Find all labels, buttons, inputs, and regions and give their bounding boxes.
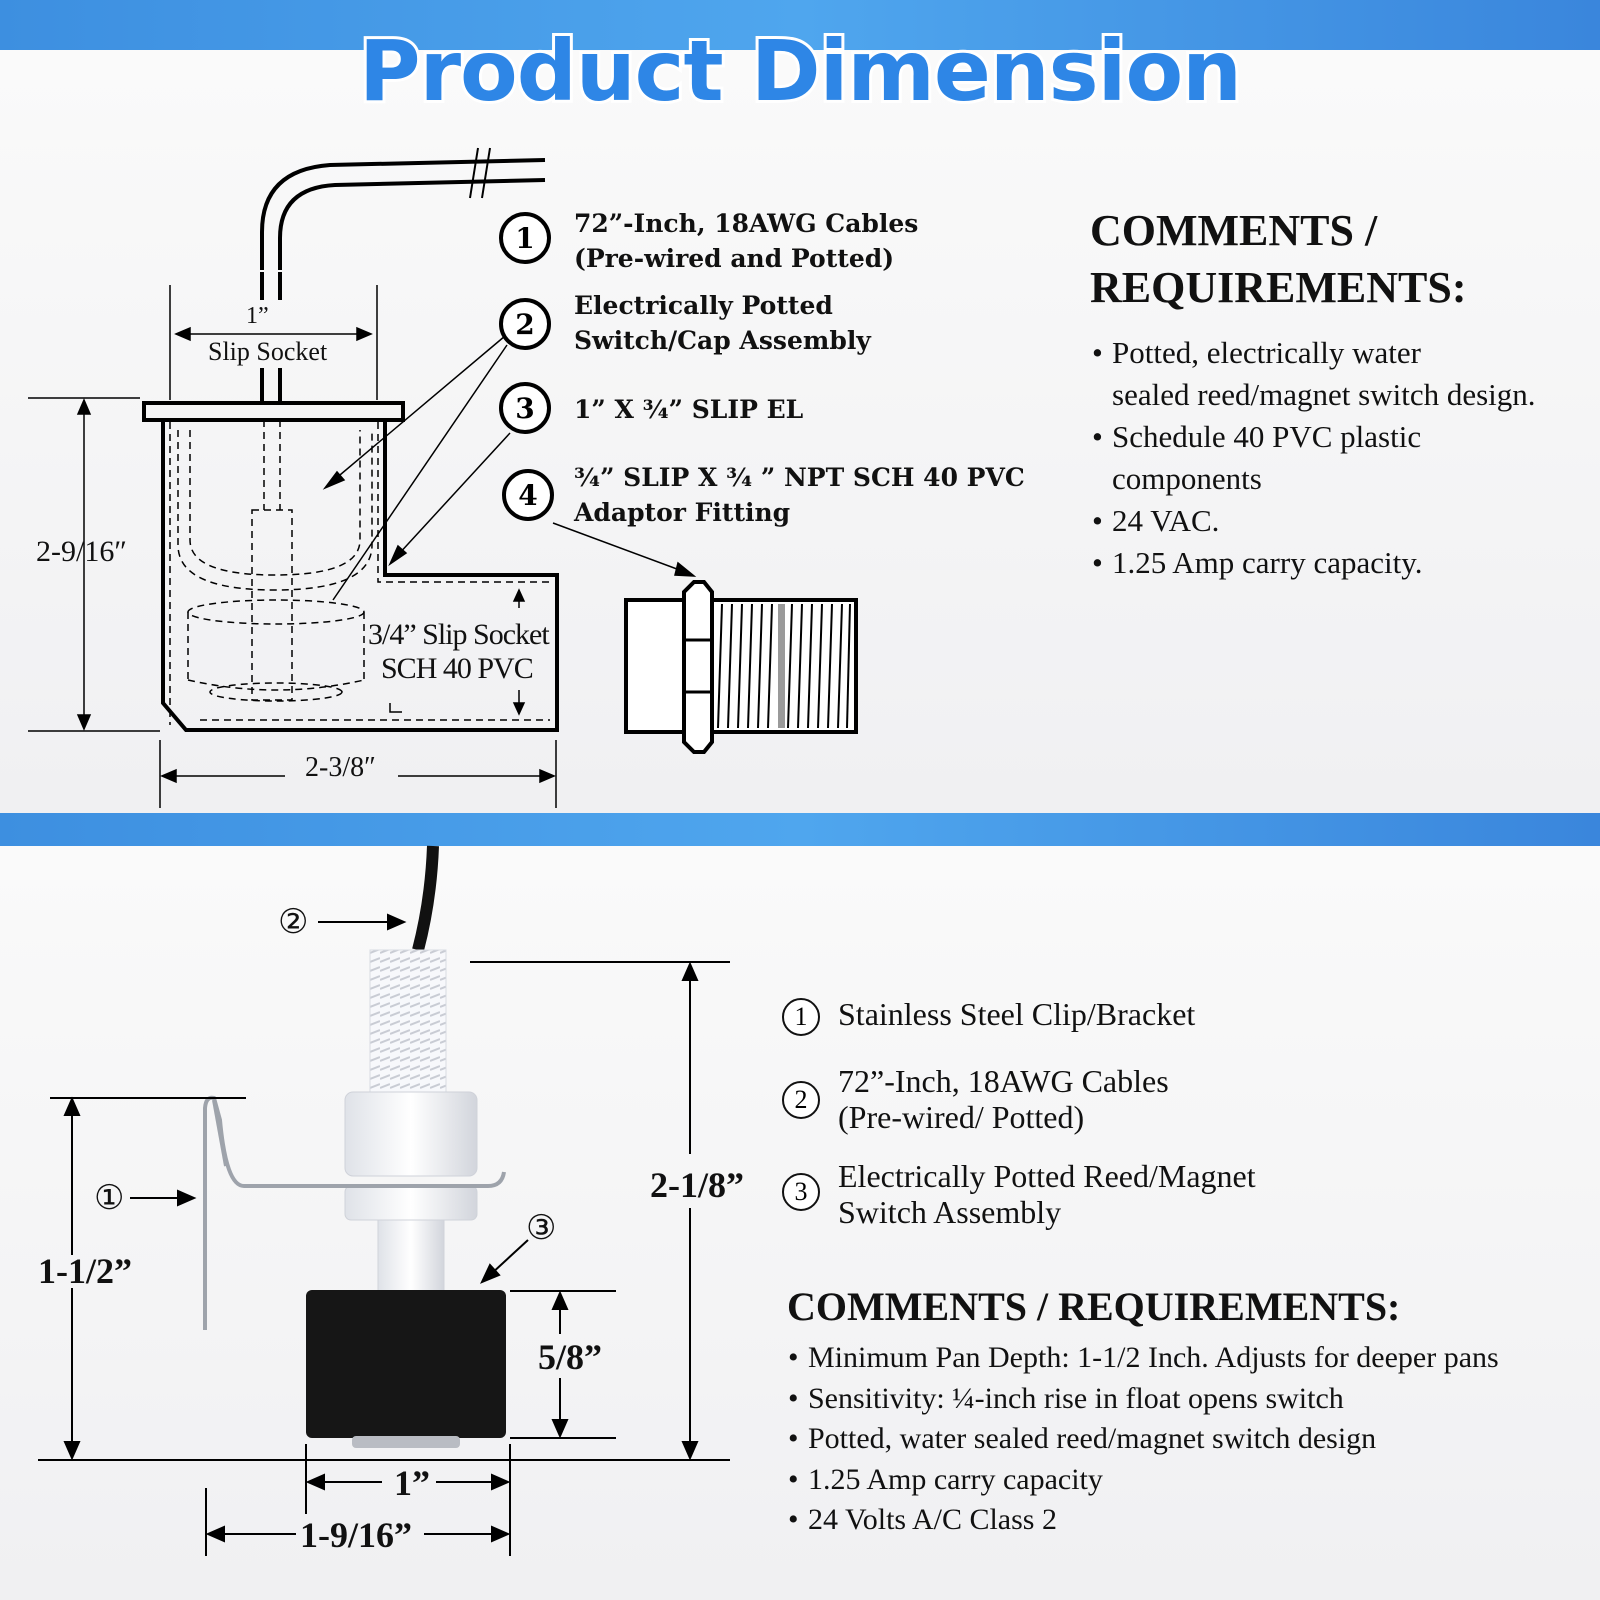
callout-slip-el: 1” X ¾” SLIP EL bbox=[574, 395, 804, 424]
socket-1-label: 1” bbox=[246, 303, 269, 329]
requirement-item: Potted, water sealed reed/magnet switch … bbox=[788, 1419, 1499, 1460]
requirement-item: Minimum Pan Depth: 1-1/2 Inch. Adjusts f… bbox=[788, 1338, 1499, 1379]
top-height-label: 2-9/16″ bbox=[36, 535, 127, 568]
marker-1: ① bbox=[94, 1180, 125, 1217]
legend-clip: Stainless Steel Clip/Bracket bbox=[838, 996, 1196, 1032]
requirement-item: 24 VAC. bbox=[1092, 500, 1536, 542]
callout-number: 3 bbox=[499, 382, 551, 434]
requirement-item: Potted, electrically water sealed reed/m… bbox=[1092, 332, 1536, 416]
elbow-drawing bbox=[142, 401, 559, 732]
callout-number: 4 bbox=[502, 469, 554, 521]
marker-2: ② bbox=[278, 904, 309, 941]
top-leader-lines bbox=[322, 335, 697, 601]
callout-adaptor: ¾” SLIP X ¾ ” NPT SCH 40 PVC Adaptor Fit… bbox=[574, 463, 1025, 527]
legend-cables: 72”-Inch, 18AWG Cables (Pre-wired/ Potte… bbox=[838, 1063, 1169, 1135]
threaded-stem bbox=[369, 949, 447, 1095]
bottom-requirements-list: Minimum Pan Depth: 1-1/2 Inch. Adjusts f… bbox=[788, 1338, 1499, 1541]
legend-number: 3 bbox=[782, 1173, 820, 1211]
requirement-item: 24 Volts A/C Class 2 bbox=[788, 1500, 1499, 1541]
top-band bbox=[0, 0, 1600, 50]
requirement-item: 1.25 Amp carry capacity bbox=[788, 1460, 1499, 1501]
adaptor-thread-lines bbox=[717, 603, 851, 729]
hex-nut-lower bbox=[344, 1185, 478, 1221]
callout-number: 2 bbox=[499, 298, 551, 350]
adaptor-thread-gap bbox=[778, 604, 785, 728]
callout-cables: 72”-Inch, 18AWG Cables (Pre-wired and Po… bbox=[574, 209, 919, 273]
total-height-label: 2-1/8” bbox=[650, 1165, 744, 1205]
top-width-label: 2-3/8″ bbox=[305, 752, 376, 783]
slip-34-label: 3/4” Slip Socket bbox=[368, 618, 550, 651]
float-height-label: 5/8” bbox=[538, 1337, 603, 1377]
callout-number: 1 bbox=[499, 212, 551, 264]
legend-switch: Electrically Potted Reed/Magnet Switch A… bbox=[838, 1158, 1256, 1230]
slip-34-label-b: SCH 40 PVC bbox=[381, 652, 534, 685]
clip-width-label: 1-9/16” bbox=[300, 1515, 412, 1555]
float-cable bbox=[412, 845, 439, 952]
top-dimension-lines bbox=[28, 285, 557, 808]
requirement-item: 1.25 Amp carry capacity. bbox=[1092, 542, 1536, 584]
bottom-dimension-lines bbox=[38, 913, 730, 1556]
callout-switch-cap: Electrically Potted Switch/Cap Assembly bbox=[574, 291, 871, 355]
float-base bbox=[352, 1436, 460, 1448]
legend-number: 2 bbox=[782, 1081, 820, 1119]
middle-band bbox=[0, 813, 1600, 846]
requirement-item: Schedule 40 PVC plastic components bbox=[1092, 416, 1536, 500]
float-body bbox=[306, 1290, 506, 1438]
bottom-requirements-heading: COMMENTS / REQUIREMENTS: bbox=[787, 1284, 1401, 1329]
marker-3: ③ bbox=[526, 1210, 557, 1247]
pan-depth-label: 1-1/2” bbox=[38, 1251, 132, 1291]
top-requirements-list: Potted, electrically water sealed reed/m… bbox=[1092, 332, 1536, 584]
stem-body bbox=[377, 1219, 445, 1293]
float-width-label: 1” bbox=[394, 1463, 430, 1503]
clip-bracket bbox=[203, 1095, 506, 1330]
legend-number: 1 bbox=[782, 998, 820, 1036]
page-title: Product Dimension bbox=[356, 19, 1245, 123]
requirement-item: Sensitivity: ¼-inch rise in float opens … bbox=[788, 1379, 1499, 1420]
top-requirements-heading: COMMENTS / REQUIREMENTS: bbox=[1090, 206, 1467, 312]
hex-nut bbox=[344, 1091, 478, 1177]
cable-drawing bbox=[260, 147, 546, 402]
socket-1-label-b: Slip Socket bbox=[208, 337, 328, 366]
